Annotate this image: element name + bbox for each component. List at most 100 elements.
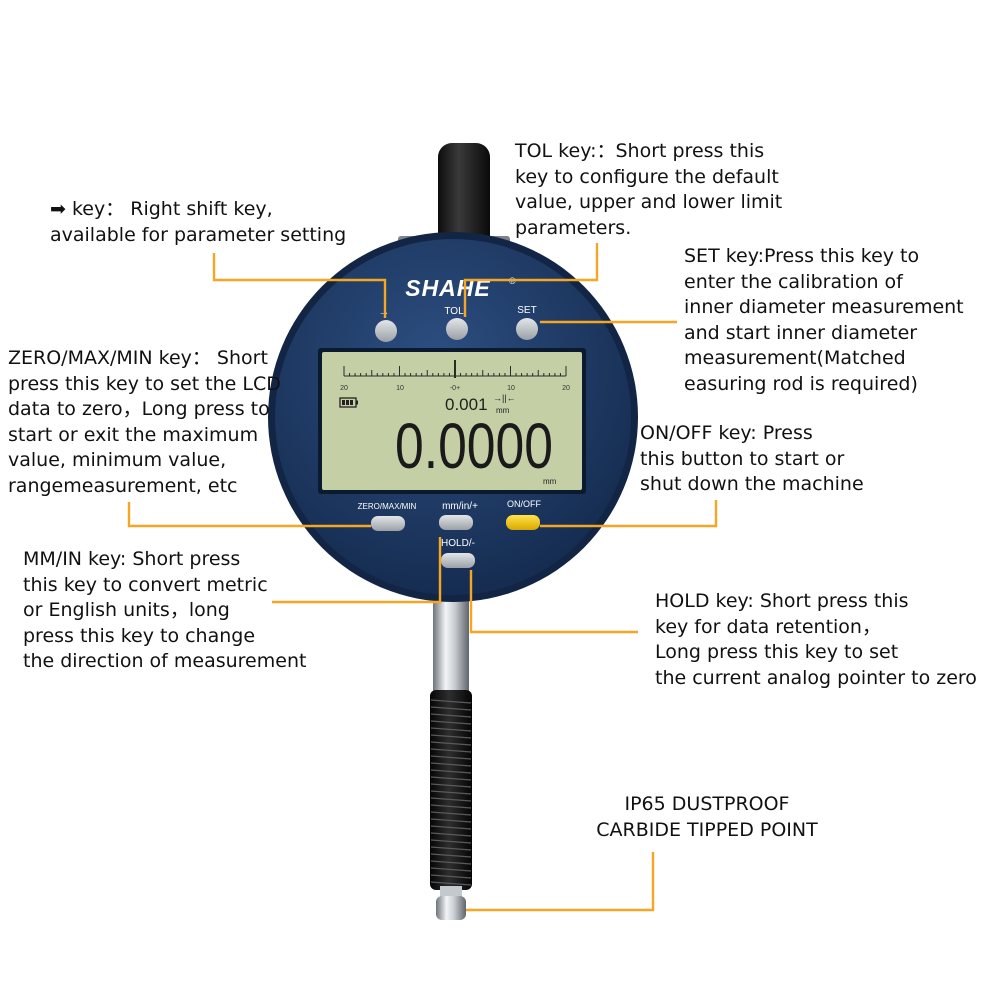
boot-rib xyxy=(430,874,472,879)
boot-rib xyxy=(430,818,472,823)
callout-line-text: available for parameter setting xyxy=(50,223,347,246)
boot-rib xyxy=(430,881,472,886)
tol-key-callout: TOL key:：Short press this key to configu… xyxy=(515,139,782,241)
boot-rib xyxy=(430,741,472,746)
analog-scale xyxy=(343,360,567,378)
mm-in-callout: MM/IN key: Short press this key to conve… xyxy=(23,547,306,675)
boot-rib xyxy=(430,867,472,872)
set-key-callout: SET key:Press this key to enter the cali… xyxy=(684,244,964,397)
callout-line-text: and start inner diameter xyxy=(684,321,918,344)
callout-line-text: ON/OFF key: Press xyxy=(640,422,813,444)
boot-rib xyxy=(430,699,472,704)
boot-rib xyxy=(430,860,472,865)
on-off-callout: ON/OFF key: Press this button to start o… xyxy=(640,421,864,498)
callout-line-text: data to zero，Long press to xyxy=(8,398,270,420)
boot-rib xyxy=(430,706,472,711)
on-off-label: ON/OFF xyxy=(507,499,541,509)
zero-max-min-button[interactable] xyxy=(371,516,405,531)
main-reading: 0.0000 xyxy=(395,410,553,482)
ribbed-boot xyxy=(430,690,472,890)
callout-line-text: start or exit the maximum xyxy=(8,423,259,446)
callout-line-text: ZERO/MAX/MIN key： Short xyxy=(8,347,268,369)
callout-line-text: HOLD key: Short press this xyxy=(655,590,909,612)
shift-key-callout: ➡ key： Right shift key, available for pa… xyxy=(50,197,346,248)
tol-button-label: TOL xyxy=(444,306,464,317)
callout-line-text: or English units，long xyxy=(23,599,230,621)
callout-line-text: easuring rod is required) xyxy=(684,372,918,395)
zero-max-min-callout: ZERO/MAX/MIN key： Short press this key t… xyxy=(8,346,281,499)
tolerance-symbol: →||← xyxy=(493,393,516,403)
shift-button[interactable] xyxy=(375,320,397,342)
on-off-button[interactable] xyxy=(506,515,540,530)
zero-max-min-label: ZERO/MAX/MIN xyxy=(358,502,417,511)
callout-line-text: Long press this key to set xyxy=(655,641,899,663)
tip-callout: IP65 DUSTPROOF CARBIDE TIPPED POINT xyxy=(587,792,827,843)
callout-line-tol xyxy=(463,243,599,317)
callout-line-mmin xyxy=(272,537,442,604)
main-reading-unit: mm xyxy=(543,477,557,486)
callout-line-text: shut down the machine xyxy=(640,473,864,495)
hold-label: HOLD/- xyxy=(441,538,475,549)
boot-rib xyxy=(430,776,472,781)
boot-rib xyxy=(430,734,472,739)
callout-line-text: rangemeasurement, etc xyxy=(8,474,238,497)
callout-line-text: the direction of measurement xyxy=(23,650,307,672)
callout-line-text: key to configure the default xyxy=(515,165,779,188)
set-button[interactable] xyxy=(516,318,538,340)
callout-line-tip xyxy=(466,852,655,912)
hold-callout: HOLD key: Short press this key for data … xyxy=(655,589,977,691)
callout-line-text: key for data retention， xyxy=(655,615,881,638)
boot-rib xyxy=(430,727,472,732)
scale-label-center: -0+ xyxy=(450,385,460,392)
boot-rib xyxy=(430,839,472,844)
callout-line-shift xyxy=(212,253,387,318)
boot-rib xyxy=(430,762,472,767)
boot-rib xyxy=(430,825,472,830)
callout-line-text: MM/IN key: Short press xyxy=(23,548,241,570)
boot-rib xyxy=(430,720,472,725)
resolution-readout: 0.001 xyxy=(445,395,488,414)
callout-line-text: the current analog pointer to zero xyxy=(655,666,977,689)
resolution-unit: mm xyxy=(496,406,510,415)
callout-line-text: TOL key:：Short press this xyxy=(515,140,765,162)
callout-line-text: this button to start or xyxy=(640,447,845,470)
boot-rib xyxy=(430,846,472,851)
boot-rib xyxy=(430,790,472,795)
scale-label-left-20: 20 xyxy=(340,385,348,392)
boot-rib xyxy=(430,783,472,788)
carbide-tip xyxy=(436,896,466,920)
hold-button[interactable] xyxy=(441,553,475,568)
callout-line-text: ➡ key： Right shift key, xyxy=(50,198,273,220)
callout-line-text: parameters. xyxy=(515,216,632,239)
callout-line-text: measurement(Matched xyxy=(684,347,906,369)
boot-rib xyxy=(430,748,472,753)
scale-label-right-10: 10 xyxy=(507,385,515,392)
callout-line-text: CARBIDE TIPPED POINT xyxy=(596,818,818,841)
set-button-label: SET xyxy=(517,305,536,316)
tol-button[interactable] xyxy=(446,318,468,340)
lifting-cap xyxy=(438,143,490,253)
callout-line-text: IP65 DUSTPROOF xyxy=(624,793,790,815)
callout-line-text: press this key to set the LCD xyxy=(8,372,281,395)
callout-line-text: inner diameter measurement xyxy=(684,296,964,318)
callout-line-text: value, upper and lower limit xyxy=(515,191,783,213)
callout-line-text: this key to convert metric xyxy=(23,573,268,596)
lcd-screen xyxy=(322,352,582,490)
callout-line-zero xyxy=(127,502,371,528)
callout-line-onoff xyxy=(540,500,718,528)
mm-in-label: mm/in/+ xyxy=(442,501,478,512)
callout-lines xyxy=(127,243,718,912)
boot-rib xyxy=(430,713,472,718)
scale-label-left-10: 10 xyxy=(396,385,404,392)
boot-rib xyxy=(430,811,472,816)
callout-line-hold xyxy=(469,570,638,634)
callout-line-text: enter the calibration of xyxy=(684,270,903,293)
boot-rib xyxy=(430,797,472,802)
scale-label-right-20: 20 xyxy=(562,385,570,392)
battery-icon xyxy=(339,397,358,408)
mm-in-button[interactable] xyxy=(439,515,473,530)
boot-rib xyxy=(430,832,472,837)
boot-rib xyxy=(430,853,472,858)
boot-rib xyxy=(430,769,472,774)
